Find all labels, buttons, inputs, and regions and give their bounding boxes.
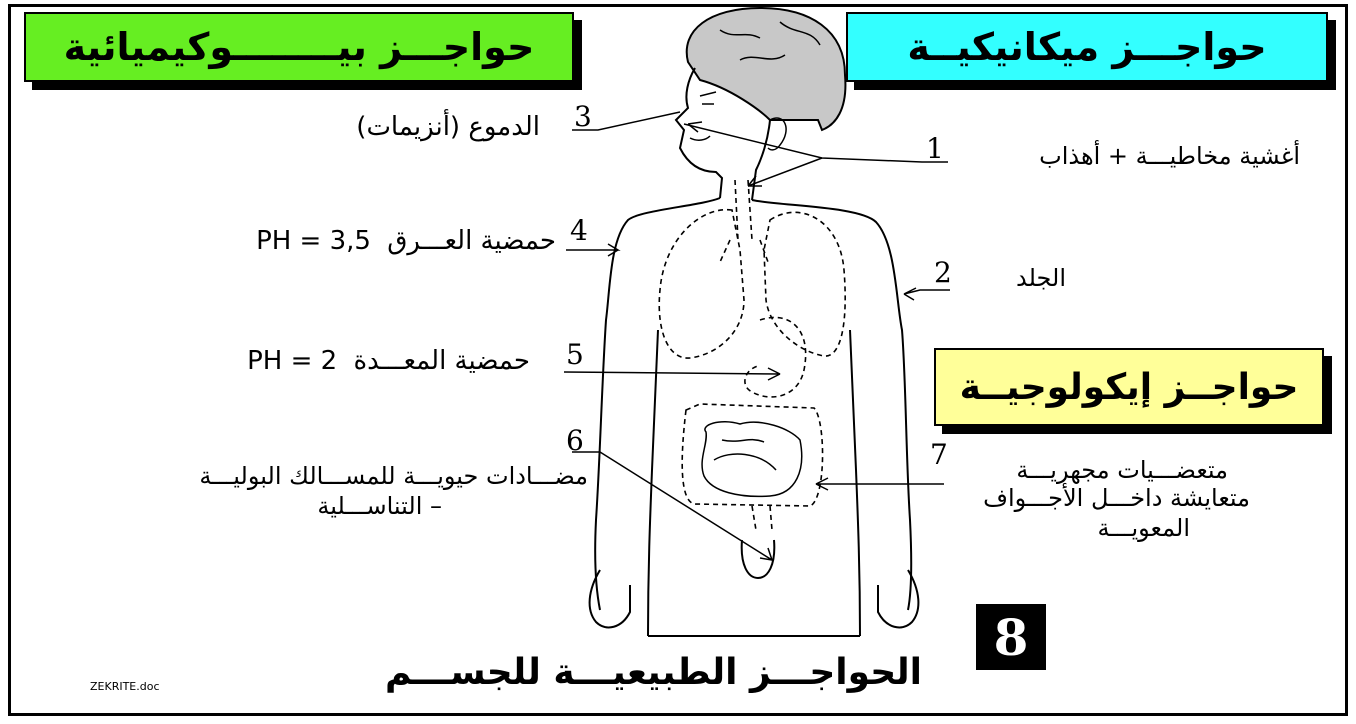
mucous-membranes-label: أغشية مخاطيـــة + أهذاب (1039, 142, 1300, 170)
tears-label: الدموع (أنزيمات) (356, 112, 540, 142)
mechanical-barriers-title: حواجـــز ميكانيكيــة (907, 25, 1266, 69)
stomach-acidity-text: حمضية المعـــدة (353, 346, 530, 376)
label-number-2: 2 (934, 256, 952, 289)
page-number: 8 (994, 608, 1029, 667)
page-number-box: 8 (976, 604, 1046, 670)
stomach-ph-value: PH = 2 (247, 346, 337, 376)
antibodies-label-line2: – التناســـلية (317, 492, 442, 520)
skin-label: الجلد (1016, 264, 1066, 292)
sweat-ph-value: PH = 3,5 (256, 226, 371, 256)
biochemical-barriers-title: حواجـــز بيــــــــوكيميائية (64, 25, 535, 69)
biochemical-barriers-box: حواجـــز بيــــــــوكيميائية (24, 12, 574, 82)
stomach (745, 317, 806, 397)
label-number-3: 3 (574, 100, 592, 133)
left-lung (659, 210, 744, 358)
label-number-5: 5 (566, 338, 584, 371)
sweat-acidity-text: حمضية العـــرق (387, 226, 556, 256)
left-hand (590, 570, 630, 627)
label-number-6: 6 (566, 424, 584, 457)
stomach-acidity-label: حمضية المعـــدة PH = 2 (247, 346, 530, 376)
filename-label: ZEKRITE.doc (90, 680, 160, 693)
microorganisms-label-line2: متعايشة داخـــل الأجـــواف (983, 484, 1250, 512)
ecological-barriers-box: حواجــز إيكولوجيــة (934, 348, 1324, 426)
sweat-acidity-label: حمضية العـــرق PH = 3,5 (256, 226, 556, 256)
right-lung (764, 212, 845, 356)
hair (687, 8, 846, 130)
small-intestine (702, 422, 802, 497)
label-number-1: 1 (926, 132, 944, 165)
right-hand (878, 570, 918, 627)
microorganisms-label-line3: المعويـــة (1098, 514, 1190, 542)
label-number-7: 7 (930, 438, 948, 471)
ecological-barriers-title: حواجــز إيكولوجيــة (960, 367, 1299, 408)
label-number-4: 4 (570, 214, 588, 247)
page-title: الحواجـــز الطبيعيـــة للجســـم (385, 652, 922, 693)
microorganisms-label-line1: متعضـــيات مجهريـــة (1016, 456, 1228, 484)
mechanical-barriers-box: حواجـــز ميكانيكيــة (846, 12, 1328, 82)
antibodies-label-line1: مضـــادات حيويـــة للمســـالك البوليـــة (199, 462, 588, 490)
